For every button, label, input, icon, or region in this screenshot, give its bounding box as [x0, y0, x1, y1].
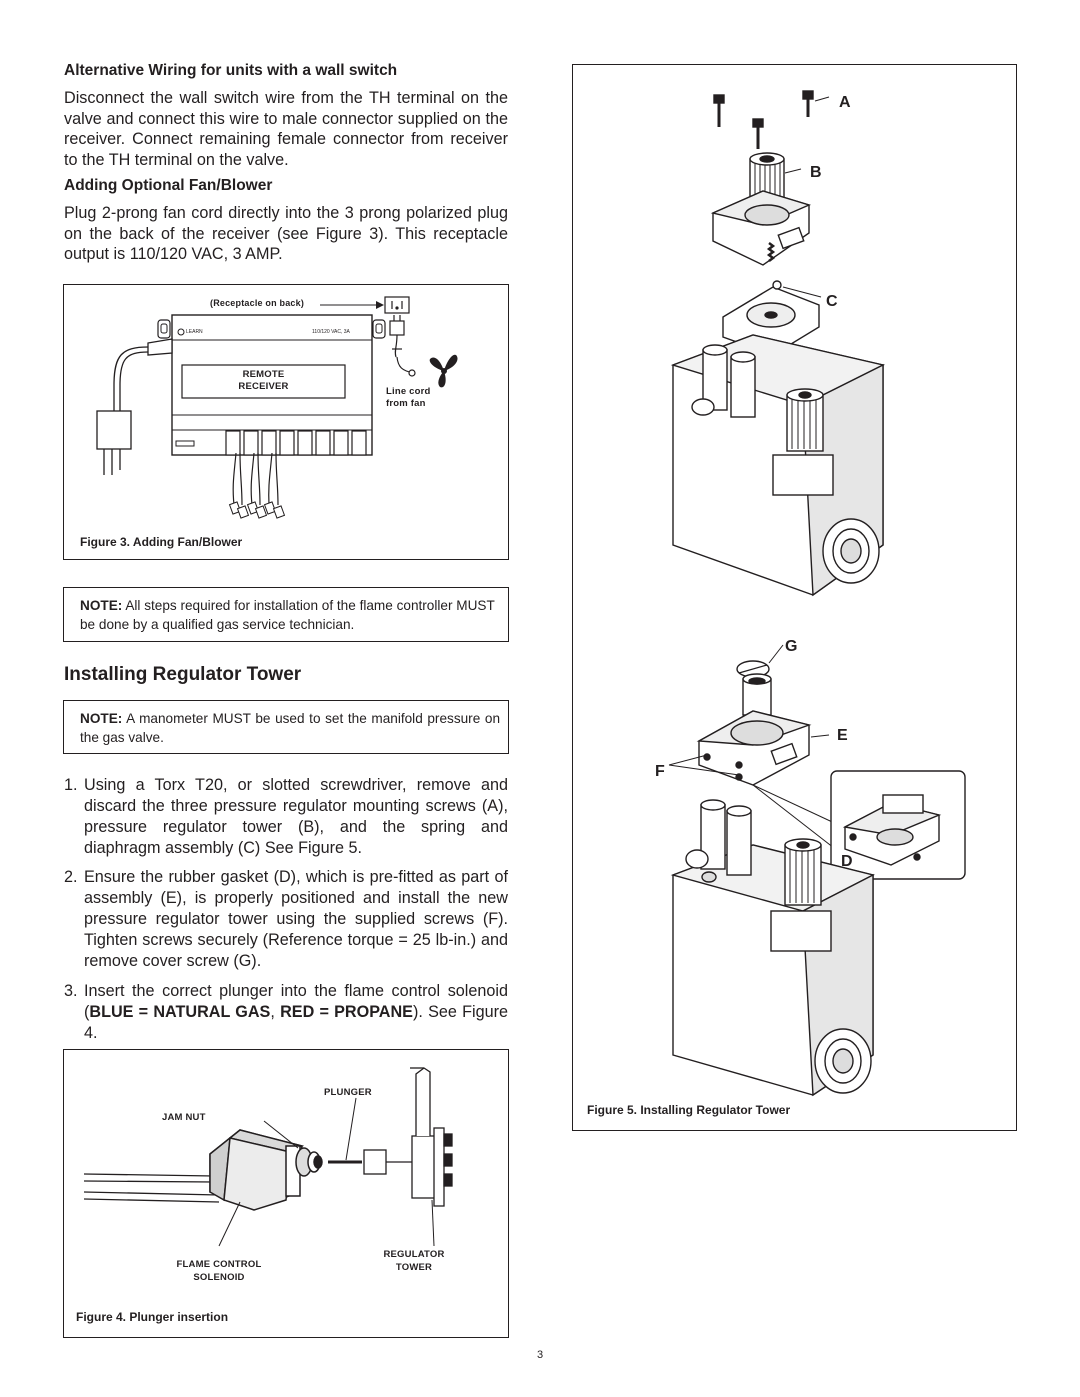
figure-3-box: (Receptacle on back) LEARN 110/120 VAC, … [63, 284, 509, 560]
remote-label: REMOTE [242, 369, 285, 380]
label-d: D [841, 853, 853, 870]
tower-label: TOWER [395, 1262, 433, 1273]
plunger-label: PLUNGER [324, 1087, 372, 1098]
step-3-text: Insert the correct plunger into the flam… [84, 981, 508, 1044]
note-2-label: NOTE: [80, 711, 123, 726]
step-3-number: 3. [64, 982, 78, 1000]
note-1-text: All steps required for installation of t… [80, 598, 495, 632]
label-c: C [826, 293, 838, 310]
step-1-number: 1. [64, 776, 78, 794]
alt-wiring-text: Disconnect the wall switch wire from the… [64, 89, 508, 169]
screw-a-1 [713, 94, 725, 127]
step-3: 3. Insert the correct plunger into the f… [64, 981, 508, 1044]
volt-label: 110/120 VAC, 3A [312, 329, 350, 335]
page-number: 3 [536, 1349, 544, 1361]
figure-4-caption: Figure 4. Plunger insertion [76, 1310, 229, 1324]
note-1: NOTE: All steps required for installatio… [80, 597, 500, 634]
solenoid-label: SOLENOID [193, 1272, 245, 1283]
label-g: G [785, 638, 798, 655]
label-f: F [655, 763, 665, 780]
step-3-text-c: ). See Figure 4. [84, 1003, 508, 1042]
step-3-text-b: , [270, 1003, 281, 1021]
figure-4-box: PLUNGER JAM NUT FLAME CONTROL SOLENOID R… [63, 1049, 509, 1338]
step-2: 2. Ensure the rubber gasket (D), which i… [64, 867, 508, 972]
fan-text: Plug 2-prong fan cord directly into the … [64, 204, 508, 263]
figure-3-drawing [96, 296, 458, 519]
step-1-text: Using a Torx T20, or slotted screwdriver… [84, 776, 508, 857]
label-e: E [837, 727, 848, 744]
learn-label: LEARN [186, 329, 203, 335]
note-box-2: NOTE: A manometer MUST be used to set th… [63, 700, 509, 754]
figure-5-box: A B C G E F D Figure 5. Installing Regul… [572, 64, 1017, 1131]
step-1: 1. Using a Torx T20, or slotted screwdri… [64, 775, 508, 859]
section-title: Installing Regulator Tower [64, 664, 302, 685]
figure-5-caption: Figure 5. Installing Regulator Tower [587, 1103, 791, 1117]
note-1-label: NOTE: [80, 598, 123, 613]
note-2: NOTE: A manometer MUST be used to set th… [80, 710, 500, 747]
note-box-1: NOTE: All steps required for installatio… [63, 587, 509, 642]
step-3-bold-natural-gas: BLUE = NATURAL GAS [89, 1003, 271, 1021]
from-fan-label: from fan [386, 398, 426, 409]
label-a: A [839, 94, 851, 111]
figure-3-caption: Figure 3. Adding Fan/Blower [80, 535, 243, 549]
line-cord-label: Line cord [386, 386, 431, 397]
receiver-label: RECEIVER [238, 381, 289, 392]
step-2-number: 2. [64, 868, 78, 886]
figure-5-drawing [668, 90, 966, 1097]
flame-control-label: FLAME CONTROL [176, 1259, 262, 1270]
step-2-text: Ensure the rubber gasket (D), which is p… [84, 868, 508, 970]
fan-heading: Adding Optional Fan/Blower [64, 177, 273, 194]
note-2-text: A manometer MUST be used to set the mani… [80, 711, 500, 745]
alt-wiring-heading: Alternative Wiring for units with a wall… [64, 62, 398, 79]
step-3-text-a: Insert the correct plunger into the flam… [84, 982, 508, 1021]
figure-4-drawing [83, 1067, 453, 1247]
jam-nut-label: JAM NUT [162, 1112, 206, 1123]
receptacle-label: (Receptacle on back) [210, 298, 305, 308]
regulator-label: REGULATOR [383, 1249, 445, 1260]
label-b: B [810, 164, 822, 181]
step-3-bold-propane: RED = PROPANE [280, 1003, 413, 1021]
